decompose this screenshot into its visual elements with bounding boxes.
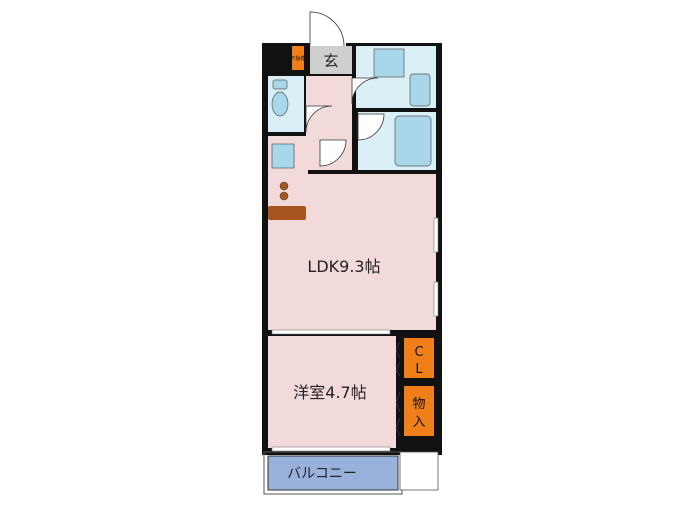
outdoor-unit xyxy=(399,451,439,491)
entrance-floor xyxy=(310,46,352,74)
storage-label-bottom: 入 xyxy=(412,415,425,430)
closet-label-l: L xyxy=(415,362,423,377)
washroom-door-swing xyxy=(351,77,379,105)
kitchen-sink xyxy=(271,143,295,169)
storage-label-top: 物 xyxy=(412,397,425,412)
stove-burner-bottom xyxy=(279,191,289,201)
bathtub xyxy=(394,115,432,167)
ldk-door-swing xyxy=(319,139,347,167)
entrance-door-swing xyxy=(309,11,345,47)
toilet-door-swing xyxy=(305,105,333,133)
western-room-window xyxy=(271,446,391,452)
balcony-label: バルコニー xyxy=(287,466,357,482)
shoe-box xyxy=(292,46,304,70)
balcony xyxy=(267,455,399,491)
toilet-tank xyxy=(272,79,288,90)
ldk-label: LDK9.3帖 xyxy=(307,257,380,276)
sliding-door-track xyxy=(271,329,391,335)
western-room xyxy=(268,336,396,448)
kitchen-counter xyxy=(268,206,306,220)
closet xyxy=(404,338,434,378)
kitchen-stove xyxy=(272,180,294,202)
storage xyxy=(404,386,434,436)
ldk-window-upper xyxy=(433,217,439,253)
closet-label-c: C xyxy=(414,345,423,360)
toilet-bowl xyxy=(271,91,289,117)
washbasin xyxy=(409,73,431,107)
entrance-label: 玄 xyxy=(323,52,338,70)
ldk-window-lower xyxy=(433,281,439,317)
shoe-box-label: 下駄箱 xyxy=(290,55,305,62)
bathroom-door-swing xyxy=(357,113,385,141)
closet-door-marks xyxy=(395,341,401,437)
western-label: 洋室4.7帖 xyxy=(293,383,366,402)
ldk-room xyxy=(268,174,436,330)
stove-burner-top xyxy=(279,181,289,191)
ldk-upper xyxy=(352,174,436,182)
washing-machine xyxy=(373,48,405,78)
